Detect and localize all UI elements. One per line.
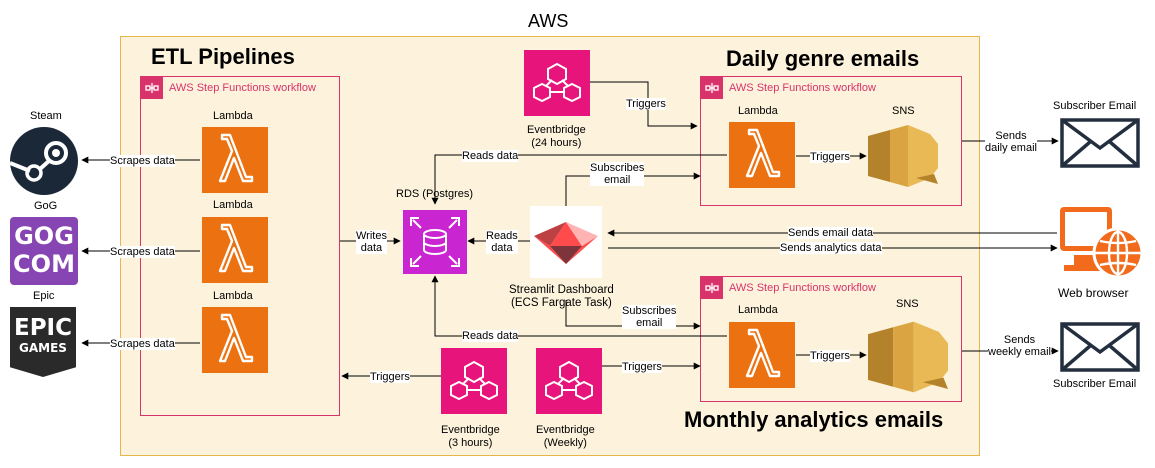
epic-logo: EPIC GAMES [10, 307, 76, 377]
lambda-icon [745, 128, 781, 178]
daily-step-functions-workflow: AWS Step Functions workflow [700, 76, 962, 206]
etl-lambda-steam [202, 127, 268, 193]
sns-label: SNS [892, 105, 915, 117]
web-browser-label: Web browser [1058, 286, 1129, 300]
sns-label: SNS [896, 298, 919, 310]
gog-logo-top: GOG [14, 222, 74, 250]
eventbridge-icon [545, 360, 593, 401]
scrapes-data-label: Scrapes data [110, 246, 175, 258]
gog-logo: GOG COM [10, 217, 78, 285]
rds-postgres [403, 210, 467, 274]
steam-icon [9, 141, 68, 182]
eventbridge-icon [533, 62, 581, 103]
eventbridge-24-hours [524, 50, 590, 116]
step-functions-icon [701, 277, 723, 299]
subscribes-daily-label: Subscribes email [590, 162, 645, 186]
lambda-label: Lambda [213, 110, 253, 122]
lambda-label: Lambda [738, 105, 778, 117]
eventbridge-weekly [536, 348, 602, 414]
eventbridge-3h-label: Eventbridge (3 hours) [441, 424, 500, 449]
etl-lambda-gog [202, 217, 268, 283]
eventbridge-3-hours [441, 348, 507, 414]
lambda-icon [745, 328, 781, 378]
reads-data-daily-label: Reads data [462, 150, 519, 162]
daily-sns-icon [868, 125, 938, 187]
aws-region-title: AWS [528, 11, 569, 31]
lambda-label: Lambda [213, 199, 253, 211]
triggers-etl-label: Triggers [370, 371, 410, 383]
epic-label: Epic [33, 290, 55, 302]
reads-data-streamlit-label: Reads data [486, 230, 518, 254]
scrapes-data-label: Scrapes data [110, 338, 175, 350]
triggers-daily-label: Triggers [626, 98, 666, 110]
triggers-monthly-sns-label: Triggers [810, 350, 850, 362]
streamlit-logo-box [530, 206, 602, 278]
epic-logo-top: EPIC [13, 315, 72, 341]
epic-logo-bottom: GAMES [19, 341, 67, 355]
gog-logo-bottom: COM [13, 250, 75, 278]
step-functions-icon [701, 77, 723, 99]
rds-label: RDS (Postgres) [396, 188, 474, 200]
daily-reads-rds-edge [431, 154, 727, 205]
steam-logo [9, 127, 78, 195]
etl-lambda-epic [202, 307, 268, 373]
streamlit-logo-icon [534, 222, 598, 264]
lambda-icon [218, 313, 254, 363]
triggers-daily-sns-label: Triggers [810, 151, 850, 163]
lambda-icon [218, 223, 254, 273]
lambda-label: Lambda [738, 304, 778, 316]
eventbridge-weekly-label: Eventbridge (Weekly) [536, 424, 595, 449]
eventbridge-icon [450, 360, 498, 401]
writes-data-label: Writes data [356, 230, 387, 254]
streamlit-label: Streamlit Dashboard (ECS Fargate Task) [509, 284, 614, 309]
workflow-label: AWS Step Functions workflow [169, 82, 316, 94]
web-browser-icon [1058, 205, 1144, 286]
sends-analytics-data-label: Sends analytics data [780, 242, 882, 254]
gog-label: GoG [34, 200, 58, 212]
workflow-label: AWS Step Functions workflow [729, 82, 876, 94]
subscriber-email-bottom-icon [1060, 322, 1140, 372]
sends-daily-email-label: Sends daily email [985, 130, 1037, 154]
subscriber-email-bottom-label: Subscriber Email [1053, 378, 1137, 390]
monthly-lambda [729, 322, 795, 388]
database-icon [410, 217, 460, 267]
lambda-label: Lambda [213, 290, 253, 302]
triggers-weekly-label: Triggers [622, 361, 662, 373]
reads-data-monthly-label: Reads data [462, 330, 519, 342]
subscriber-email-top-icon [1060, 118, 1140, 168]
scrapes-data-label: Scrapes data [110, 155, 175, 167]
steam-label: Steam [30, 110, 62, 122]
sends-email-data-label: Sends email data [788, 227, 873, 239]
sends-weekly-email-label: Sends weekly email [988, 334, 1051, 358]
subscriber-email-top-label: Subscriber Email [1053, 100, 1137, 112]
lambda-icon [218, 133, 254, 183]
workflow-label: AWS Step Functions workflow [729, 282, 876, 294]
subscribes-monthly-label: Subscribes email [622, 305, 677, 329]
monthly-step-functions-workflow: AWS Step Functions workflow [700, 276, 962, 402]
subscribes-daily-edge [565, 172, 701, 206]
monthly-sns-icon [868, 321, 948, 393]
etl-pipelines-title: ETL Pipelines [151, 44, 295, 69]
monthly-reads-rds-edge [431, 275, 727, 337]
step-functions-icon [141, 77, 163, 99]
daily-genre-emails-title: Daily genre emails [726, 46, 920, 71]
eventbridge-24h-label: Eventbridge (24 hours) [527, 124, 586, 149]
daily-lambda [729, 122, 795, 188]
monthly-analytics-emails-title: Monthly analytics emails [684, 407, 944, 432]
